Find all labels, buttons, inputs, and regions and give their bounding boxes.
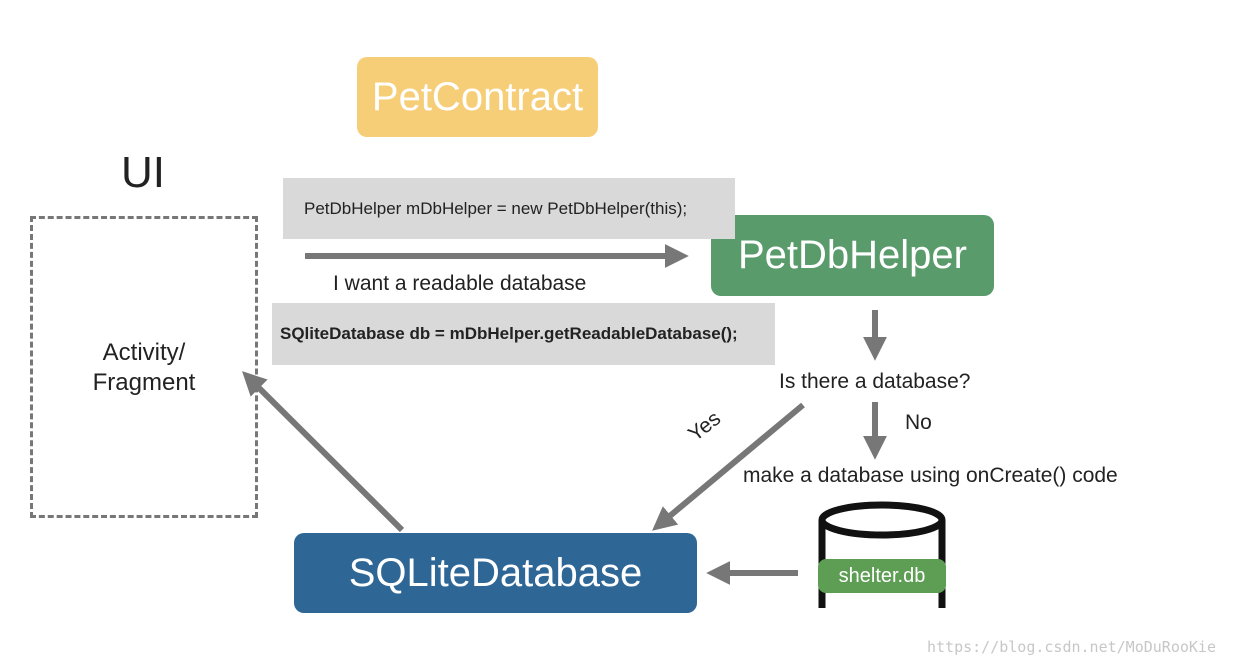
make-database-label: make a database using onCreate() code [743,464,1118,487]
shelter-db-badge: shelter.db [818,559,946,593]
ui-title: UI [121,148,165,197]
readable-request-label: I want a readable database [333,272,587,295]
petcontract-box: PetContract [357,57,598,137]
arrow-sqlitedatabase-to-ui [242,371,405,533]
arrow-yes-branch [652,402,805,531]
watermark: https://blog.csdn.net/MoDuRooKie [927,638,1216,656]
ui-component-frame [30,216,258,518]
no-branch-label: No [905,411,932,434]
helper-init-code: PetDbHelper mDbHelper = new PetDbHelper(… [283,178,735,239]
get-readable-code: SQliteDatabase db = mDbHelper.getReadabl… [272,303,775,365]
sqlitedatabase-box: SQLiteDatabase [294,533,697,613]
activity-fragment-label: Activity/ Fragment [92,339,196,396]
database-question-label: Is there a database? [779,370,971,393]
petdbhelper-box: PetDbHelper [711,215,994,296]
